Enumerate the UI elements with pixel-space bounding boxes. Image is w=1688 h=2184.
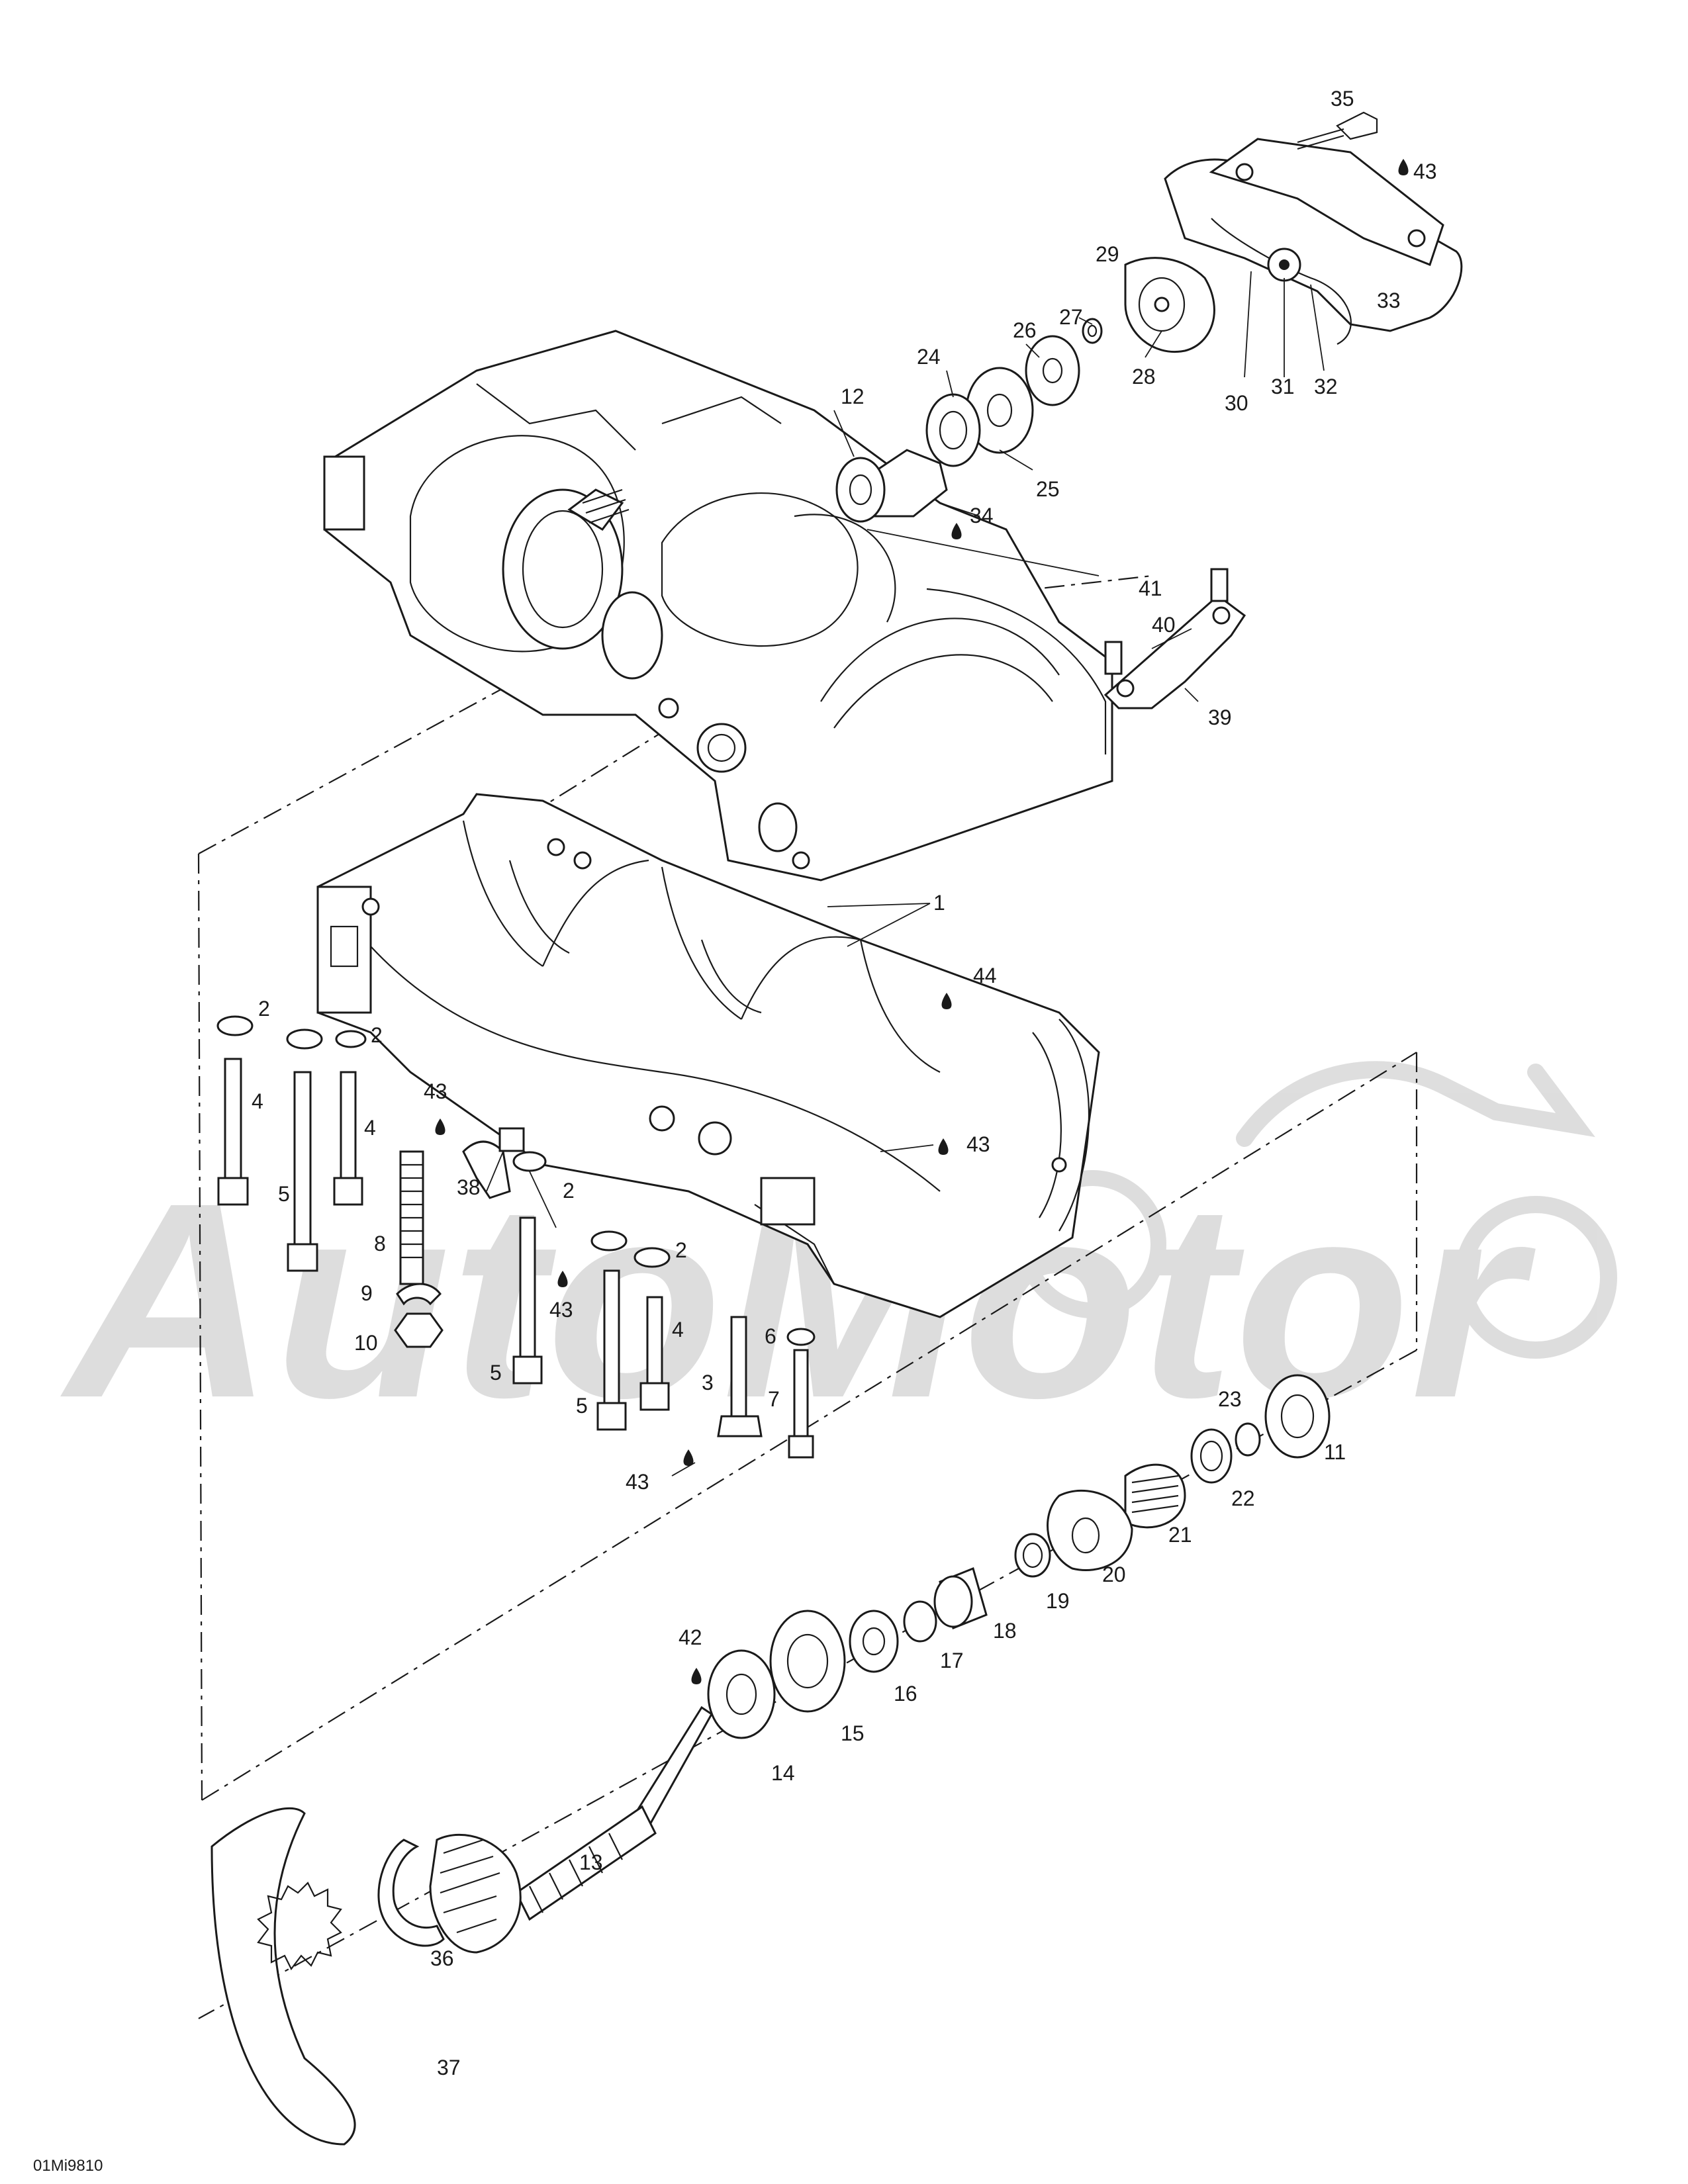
callout-14: 14 bbox=[771, 1761, 795, 1785]
callout-4: 4 bbox=[364, 1116, 376, 1140]
upper-crankcase bbox=[323, 330, 1113, 882]
bracket-assembly bbox=[867, 529, 1246, 709]
callout-24: 24 bbox=[917, 345, 941, 369]
callout-36: 36 bbox=[430, 1946, 454, 1970]
callout-25: 25 bbox=[1036, 477, 1060, 501]
callout-5: 5 bbox=[278, 1182, 290, 1206]
callout-8: 8 bbox=[374, 1232, 386, 1255]
callout-43: 43 bbox=[424, 1079, 447, 1103]
drawing-code: 01Mi9810 bbox=[33, 2157, 103, 2175]
lower-crankcase bbox=[316, 793, 1100, 1318]
callout-43: 43 bbox=[966, 1132, 990, 1156]
drive-shaft-assembly bbox=[211, 1374, 1331, 2146]
callout-43: 43 bbox=[549, 1298, 573, 1322]
sealant-drops bbox=[435, 159, 1409, 1684]
callout-11: 11 bbox=[1324, 1440, 1346, 1464]
callout-35: 35 bbox=[1331, 87, 1354, 111]
callout-22: 22 bbox=[1231, 1486, 1255, 1510]
callout-15: 15 bbox=[841, 1721, 865, 1745]
callout-2: 2 bbox=[371, 1023, 383, 1047]
callout-33: 33 bbox=[1377, 289, 1401, 312]
callout-31: 31 bbox=[1271, 375, 1295, 398]
callout-23: 23 bbox=[1218, 1387, 1242, 1411]
callout-43: 43 bbox=[626, 1470, 649, 1494]
callout-29: 29 bbox=[1096, 242, 1119, 266]
callout-26: 26 bbox=[1013, 318, 1037, 342]
callout-5: 5 bbox=[576, 1394, 588, 1418]
callout-38: 38 bbox=[457, 1175, 481, 1199]
callout-4: 4 bbox=[252, 1089, 263, 1113]
callout-1: 1 bbox=[933, 891, 945, 915]
callout-27: 27 bbox=[1059, 305, 1083, 329]
callout-9: 9 bbox=[361, 1281, 373, 1305]
callout-43: 43 bbox=[1413, 159, 1437, 183]
callout-5: 5 bbox=[490, 1361, 502, 1385]
callout-18: 18 bbox=[993, 1619, 1017, 1643]
callout-2: 2 bbox=[563, 1179, 575, 1203]
callout-37: 37 bbox=[437, 2056, 461, 2079]
callout-17: 17 bbox=[940, 1649, 964, 1672]
valve-cover-assembly bbox=[835, 111, 1463, 523]
callout-32: 32 bbox=[1314, 375, 1338, 398]
callout-39: 39 bbox=[1208, 705, 1232, 729]
callout-28: 28 bbox=[1132, 365, 1156, 388]
fasteners bbox=[216, 1015, 816, 1459]
callout-20: 20 bbox=[1102, 1563, 1126, 1586]
callout-3: 3 bbox=[702, 1371, 714, 1394]
callout-30: 30 bbox=[1225, 391, 1248, 415]
callout-21: 21 bbox=[1168, 1523, 1192, 1547]
callout-7: 7 bbox=[768, 1387, 780, 1411]
callout-34: 34 bbox=[970, 504, 994, 527]
callout-40: 40 bbox=[1152, 613, 1176, 637]
callout-16: 16 bbox=[894, 1682, 917, 1706]
leader-lines bbox=[486, 271, 1325, 1477]
callout-labels: 35 43 29 33 26 27 28 24 12 30 31 32 25 3… bbox=[252, 87, 1437, 2079]
callout-19: 19 bbox=[1046, 1589, 1070, 1613]
callout-42: 42 bbox=[679, 1625, 702, 1649]
callout-4: 4 bbox=[672, 1318, 684, 1342]
callout-2: 2 bbox=[258, 997, 270, 1021]
callout-2: 2 bbox=[675, 1238, 687, 1262]
callout-10: 10 bbox=[354, 1331, 378, 1355]
callout-44: 44 bbox=[973, 964, 997, 987]
callout-12: 12 bbox=[841, 385, 865, 408]
callout-6: 6 bbox=[765, 1324, 776, 1348]
callout-41: 41 bbox=[1139, 576, 1162, 600]
callout-13: 13 bbox=[579, 1850, 603, 1874]
